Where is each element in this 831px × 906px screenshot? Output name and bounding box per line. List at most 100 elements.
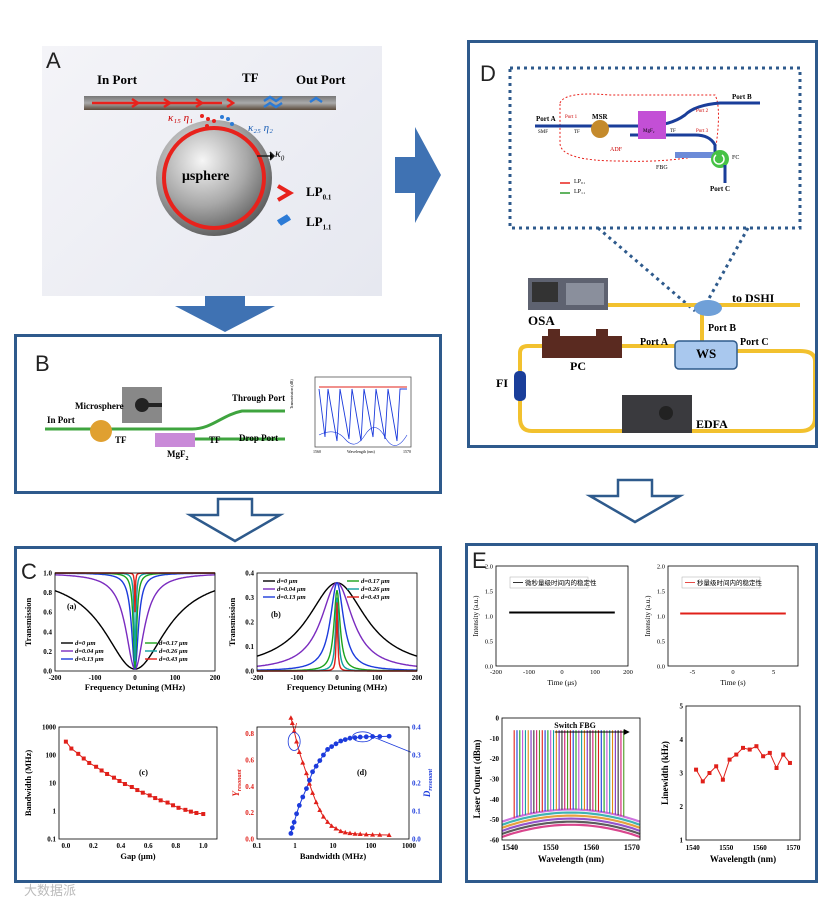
chart-d-ylabel-left-sub: resonant	[237, 769, 243, 791]
chart-a-ytick: 0.2	[43, 648, 52, 656]
chart-c-point	[105, 771, 110, 776]
chart-d-d-point	[294, 811, 299, 817]
panel-b: B Microsphere Through Port In Port TF TF…	[14, 334, 442, 494]
chart-e4-point	[761, 754, 766, 759]
chart-e4-line	[695, 745, 791, 783]
chart-d-gamma-point	[347, 830, 353, 836]
chart-e3-noise-floor	[501, 820, 641, 835]
chart-b-ytick: 0.3	[245, 594, 254, 602]
chart-c-point	[129, 784, 134, 789]
chart-e1-xtick: 0	[560, 669, 563, 676]
chart-e1-xtick: 200	[623, 669, 633, 676]
chart-c-point	[140, 790, 145, 795]
chart-c-ylabel: Bandwidth (MHz)	[23, 750, 33, 817]
chart-e4-ytick: 3	[680, 770, 684, 778]
chart-e3-noise-floor	[501, 817, 641, 832]
chart-d-xtick: 1	[293, 842, 297, 850]
chart-d-gamma-point	[333, 825, 339, 831]
chart-e4-point	[787, 760, 792, 765]
chart-b-legend-3: d=0.17 μm	[361, 578, 390, 585]
chart-c-point	[165, 800, 170, 805]
panel-a-drawing	[84, 95, 336, 236]
chart-c-point	[135, 788, 140, 793]
panel-b-letter: B	[35, 351, 50, 376]
chart-e1-ytick: 0.0	[485, 664, 493, 671]
chart-d-gamma-point	[291, 728, 297, 733]
msr-sphere	[591, 120, 609, 138]
chart-e4-ytick: 2	[680, 803, 684, 811]
ws-coupler	[694, 300, 722, 316]
chart-e4-point	[741, 745, 745, 750]
chart-e4-point	[781, 752, 786, 757]
chart-d-ytick-right: 0.1	[412, 808, 421, 816]
chart-c-xtick: 0.4	[116, 842, 125, 850]
chart-a-ytick: 0.0	[43, 668, 52, 676]
chart-d-d-point	[386, 733, 392, 739]
osa-label: OSA	[528, 313, 555, 328]
chart-a-xtick: 200	[210, 674, 221, 682]
chart-d-gamma-point	[342, 829, 348, 835]
chart-d-d-point	[329, 744, 335, 749]
chart-a-xtick: 0	[133, 674, 137, 682]
chart-d-gamma-point	[288, 715, 294, 720]
tf2-label: TF	[670, 129, 676, 134]
chart-e3-noise-floor	[501, 814, 641, 829]
chart-e4-point	[767, 750, 772, 755]
chart-b-xlabel: Frequency Detuning (MHz)	[287, 682, 388, 692]
chart-d-d-point	[289, 825, 295, 831]
chart-e1-ytick: 2.0	[485, 564, 493, 571]
panel-d: D Port A Port 1 MSR SMF TF MgF₂ TF Port …	[467, 40, 818, 448]
chart-c-point	[122, 782, 127, 787]
chart-a-ytick: 0.8	[43, 589, 52, 597]
chart-d-ytick-left: 0.0	[245, 836, 254, 844]
chart-a-ytick: 0.6	[43, 609, 52, 617]
chart-d-d-point	[338, 738, 344, 744]
chart-d-gamma-point	[296, 749, 302, 755]
main-fiber-loop	[518, 303, 815, 433]
chart-d-sublabel: (d)	[357, 768, 367, 777]
lp11-legend: LP₁₁	[574, 189, 586, 195]
ws-port-c-label: Port C	[740, 337, 769, 348]
chart-e4-point	[734, 752, 739, 757]
tf-left-label: TF	[115, 435, 127, 445]
chart-b-series-5	[257, 602, 417, 672]
chart-e4-frame	[685, 705, 801, 841]
port-2-inset: Port 2	[696, 109, 709, 114]
chart-d-d-point	[296, 803, 302, 808]
adf-label: ADF	[610, 147, 623, 153]
chart-e4-ytick: 1	[680, 837, 684, 845]
chart-a-legend-4: d=0.26 μm	[159, 648, 188, 655]
fi-isolator	[514, 371, 526, 401]
lp11-label: LP1.1	[306, 214, 332, 232]
chart-e4-xtick: 1570	[786, 844, 801, 852]
chart-b-xtick: 0	[335, 674, 339, 682]
sphere-label: μsphere	[182, 169, 230, 184]
inset-x-left: 1560	[313, 449, 321, 454]
chart-d-d-point	[310, 769, 315, 775]
panel-c-letter: C	[21, 559, 37, 584]
chart-a-xtick: -200	[49, 674, 62, 682]
chart-e4-xlabel: Wavelength (nm)	[710, 854, 776, 864]
chart-c-sublabel: (c)	[139, 768, 148, 777]
chart-c-xtick: 0.8	[171, 842, 180, 850]
chart-c-ytick: 10	[49, 780, 57, 788]
panel-d-letter: D	[480, 61, 496, 86]
chart-d-d-point	[304, 786, 309, 791]
panel-b-drawing	[45, 376, 412, 448]
ws-label: WS	[696, 346, 717, 361]
chart-c-xtick: 0.0	[61, 842, 70, 850]
chart-e3-noise-floor	[501, 823, 641, 838]
tf-label: TF	[242, 70, 259, 85]
ws-port-b-label: Port B	[708, 323, 737, 334]
chart-e1-frame	[495, 565, 629, 667]
chart-d-ytick-right: 0.4	[412, 724, 421, 732]
chart-e4-point	[714, 764, 719, 769]
chart-d-d-point	[288, 831, 294, 836]
chart-c-xtick: 0.6	[144, 842, 153, 850]
ws-box	[674, 340, 738, 370]
chart-d-circle-right	[352, 731, 373, 743]
chart-e4-point	[720, 777, 725, 782]
chart-d-ytick-left: 0.8	[245, 730, 254, 738]
